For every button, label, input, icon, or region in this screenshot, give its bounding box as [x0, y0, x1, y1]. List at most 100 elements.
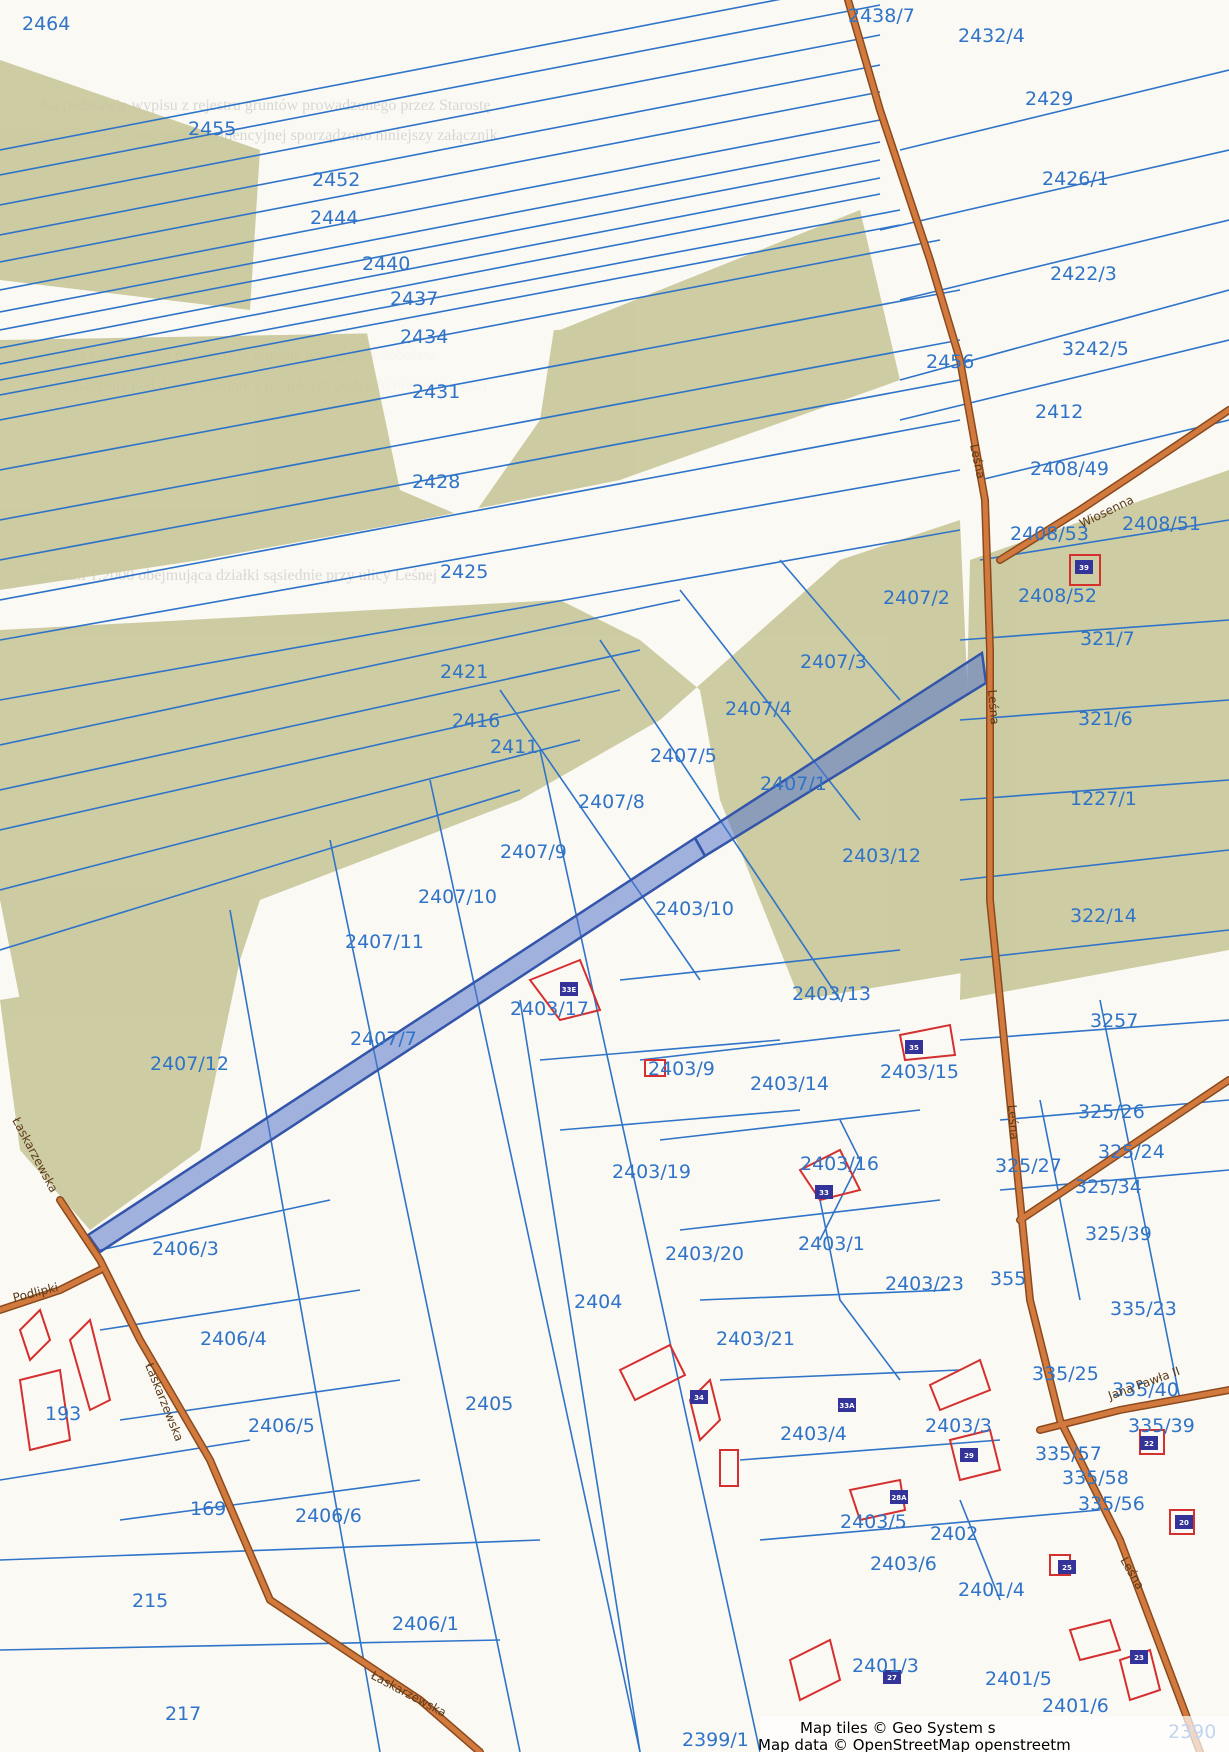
- parcel-label: 2464: [22, 13, 70, 35]
- house-number-marker: 33: [815, 1185, 833, 1199]
- parcel-label: 2406/4: [200, 1328, 267, 1350]
- parcel-label: 2403/5: [840, 1511, 907, 1533]
- parcel-label: 2406/6: [295, 1505, 362, 1527]
- parcel-label: 2401/5: [985, 1668, 1052, 1690]
- parcel-label: 321/7: [1080, 628, 1135, 650]
- svg-text:35: 35: [909, 1044, 919, 1052]
- svg-text:23: 23: [1134, 1654, 1144, 1662]
- house-number-marker: 27: [883, 1670, 901, 1684]
- parcel-label: 2403/23: [885, 1273, 964, 1295]
- house-number-marker: 29: [960, 1448, 978, 1462]
- green-areas: [0, 60, 1229, 1230]
- parcel-label: 322/14: [1070, 905, 1137, 927]
- parcel-label: 2401/3: [852, 1655, 919, 1677]
- street-label: Leśna: [985, 689, 1002, 725]
- parcel-label: 2452: [312, 169, 360, 191]
- house-number-marker: 20: [1175, 1515, 1193, 1529]
- parcel-label: 325/26: [1078, 1101, 1145, 1123]
- parcel-label: 2408/51: [1122, 513, 1201, 535]
- parcel-label: 2407/5: [650, 745, 717, 767]
- parcel-label: 2408/53: [1010, 523, 1089, 545]
- parcel-label: 2403/14: [750, 1073, 829, 1095]
- parcel-label: 2432/4: [958, 25, 1025, 47]
- parcel-label: 2407/2: [883, 587, 950, 609]
- parcel-label: 2438/7: [848, 5, 915, 27]
- highlighted-parcel[interactable]: [86, 650, 988, 1254]
- svg-text:39: 39: [1079, 564, 1089, 572]
- parcel-label: 2408/52: [1018, 585, 1097, 607]
- parcel-label: 2405: [465, 1393, 513, 1415]
- parcel-label: 2407/7: [350, 1028, 417, 1050]
- parcel-label: 3257: [1090, 1010, 1138, 1032]
- svg-text:33A: 33A: [839, 1402, 855, 1410]
- parcel-label: 2428: [412, 471, 460, 493]
- parcel-label: 217: [165, 1703, 201, 1725]
- parcel-label: 2403/10: [655, 898, 734, 920]
- parcel-label: 2403/15: [880, 1061, 959, 1083]
- street-label: Leśna: [1005, 1104, 1021, 1140]
- parcel-label: 335/57: [1035, 1443, 1102, 1465]
- parcel-label: 2407/11: [345, 931, 424, 953]
- attribution-line: Map data © OpenStreetMap openstreetm: [758, 1736, 1071, 1752]
- parcel-label: 2407/12: [150, 1053, 229, 1075]
- parcel-label: 2455: [188, 118, 236, 140]
- house-number-marker: 33E: [560, 982, 578, 996]
- svg-text:33E: 33E: [562, 986, 577, 994]
- house-number-marker: 23: [1130, 1650, 1148, 1664]
- parcel-label: 2407/1: [760, 773, 827, 795]
- parcel-label: 2403/20: [665, 1243, 744, 1265]
- parcel-label: 2421: [440, 661, 488, 683]
- house-number-marker: 39: [1075, 560, 1093, 574]
- parcel-label: 1227/1: [1070, 788, 1137, 810]
- parcel-label: 2434: [400, 326, 448, 348]
- house-number-marker: 28A: [890, 1490, 908, 1504]
- parcel-label: 2403/21: [716, 1328, 795, 1350]
- parcel-label: 3242/5: [1062, 338, 1129, 360]
- svg-text:34: 34: [694, 1394, 704, 1402]
- parcel-label: 2403/9: [648, 1058, 715, 1080]
- parcel-label: 2403/1: [798, 1233, 865, 1255]
- house-number-marker: 34: [690, 1390, 708, 1404]
- svg-text:25: 25: [1062, 1564, 1072, 1572]
- parcel-label: 335/23: [1110, 1298, 1177, 1320]
- house-number-marker: 22: [1140, 1436, 1158, 1450]
- parcel-label: 355: [990, 1268, 1026, 1290]
- attribution-line: Map tiles © Geo System s: [800, 1719, 996, 1737]
- parcel-label: 2406/5: [248, 1415, 315, 1437]
- parcel-label: 335/25: [1032, 1363, 1099, 1385]
- parcel-label: 2403/16: [800, 1153, 879, 1175]
- parcel-label: 2407/10: [418, 886, 497, 908]
- svg-text:33: 33: [819, 1189, 829, 1197]
- svg-text:28A: 28A: [891, 1494, 907, 1502]
- parcel-label: 2403/3: [925, 1415, 992, 1437]
- house-numbers: 39 33E 35 33 34 33A 29 22 28A 20 25 27 2…: [560, 560, 1193, 1684]
- parcel-label: 2408/49: [1030, 458, 1109, 480]
- parcel-label: 2411: [490, 736, 538, 758]
- parcel-label: 2399/1: [682, 1729, 749, 1751]
- parcel-label: 2401/6: [1042, 1695, 1109, 1717]
- parcel-label: 325/34: [1075, 1176, 1142, 1198]
- parcel-label: 335/39: [1128, 1415, 1195, 1437]
- parcel-label: 2402: [930, 1523, 978, 1545]
- house-number-marker: 35: [905, 1040, 923, 1054]
- house-number-marker: 33A: [838, 1398, 856, 1412]
- parcel-label: 2404: [574, 1291, 622, 1313]
- parcel-label: 2403/12: [842, 845, 921, 867]
- parcel-label: 215: [132, 1590, 168, 1612]
- parcel-label: 2407/4: [725, 698, 792, 720]
- parcel-label: 2422/3: [1050, 263, 1117, 285]
- parcel-label: 2407/3: [800, 651, 867, 673]
- parcel-label: 169: [190, 1498, 226, 1520]
- parcel-label: 2429: [1025, 88, 1073, 110]
- parcel-label: 2440: [362, 253, 410, 275]
- parcel-label: 193: [45, 1403, 81, 1425]
- parcel-label: 2406/1: [392, 1613, 459, 1635]
- buildings: [18, 554, 1195, 1702]
- parcel-label: 2426/1: [1042, 168, 1109, 190]
- svg-text:27: 27: [887, 1674, 897, 1682]
- parcel-label: 2444: [310, 207, 358, 229]
- parcel-label: 2403/17: [510, 998, 589, 1020]
